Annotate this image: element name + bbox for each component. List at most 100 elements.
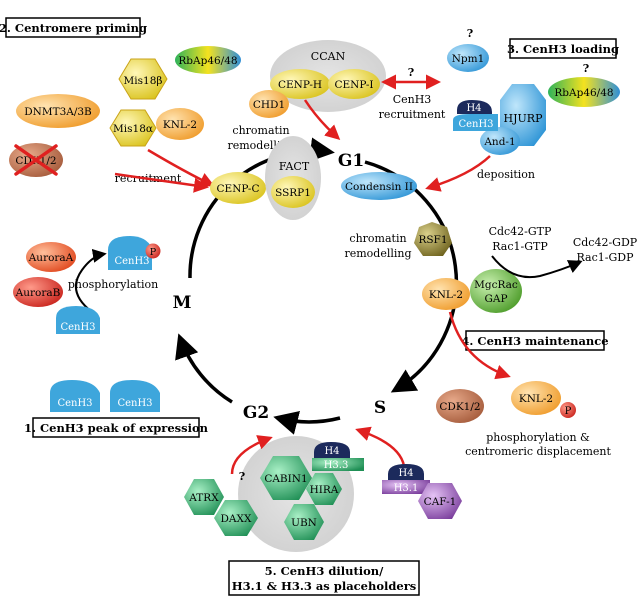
cenp-i bbox=[328, 69, 380, 99]
peak-box bbox=[32, 417, 200, 438]
rbap46-48-left-label: RbAp46/48 bbox=[178, 55, 237, 67]
section-cenh3-loading: 3. CenH3 loading ? Npm1 ? RbAp46/48 HJUR… bbox=[341, 27, 620, 200]
question-cenpi-hjurp: ? bbox=[408, 66, 414, 79]
rsf1-heptagon bbox=[414, 222, 452, 256]
aurora-b-label: AuroraB bbox=[15, 287, 61, 299]
cenp-i-label: CENP-I bbox=[334, 79, 373, 91]
priming-title: 2. Centromere priming bbox=[0, 21, 147, 35]
arrow-atrx-to-g2 bbox=[230, 435, 273, 475]
rac1-gdp-label: Rac1-GDP bbox=[577, 251, 635, 264]
condensin-ii-label: Condensin II bbox=[345, 181, 413, 193]
cenp-c bbox=[210, 172, 266, 204]
maintenance-title: 4. CenH3 maintenance bbox=[461, 334, 608, 348]
knl2-priming-label: KNL-2 bbox=[163, 119, 197, 131]
question-rbap46-48-right: ? bbox=[583, 62, 589, 75]
priming-box bbox=[5, 17, 141, 38]
arrow-hjurp-to-condensin bbox=[425, 155, 491, 192]
cenh3-unphospho-shape bbox=[56, 306, 100, 334]
daxx-hexagon bbox=[214, 500, 258, 536]
cenh3-recruitment-l1: CenH3 bbox=[393, 93, 432, 106]
caf1-label: CAF-1 bbox=[424, 496, 457, 508]
ssrp1 bbox=[271, 176, 315, 208]
mis18a-label: Mis18α bbox=[113, 123, 153, 135]
arrow-cenh3-phosphorylation bbox=[74, 248, 107, 313]
arrow-cenph-to-g1 bbox=[303, 99, 341, 141]
mis18a-hexagon bbox=[109, 109, 157, 147]
dnmt3a-3b bbox=[16, 94, 100, 128]
chd1-label: CHD1 bbox=[253, 99, 285, 111]
section-cenh3-peak: CenH3 CenH3 1. CenH3 peak of expression bbox=[24, 380, 209, 438]
h33 bbox=[312, 458, 364, 471]
chromatin-remodelling-mid-l1: chromatin bbox=[349, 232, 406, 245]
h4-loading bbox=[457, 100, 492, 125]
loading-box bbox=[509, 38, 617, 59]
cdk1-2-maintenance bbox=[436, 389, 484, 423]
hira-hexagon bbox=[306, 473, 342, 505]
cenh3-phospho-label: CenH3 bbox=[114, 256, 149, 267]
mgcracgap bbox=[470, 269, 522, 313]
knl2-priming bbox=[156, 108, 204, 140]
condensin-ii bbox=[341, 172, 417, 200]
dilution-title-l2: H3.1 & H3.3 as placeholders bbox=[232, 579, 417, 593]
npm1 bbox=[447, 44, 489, 72]
phospho-badge-knl2-label: P bbox=[565, 406, 572, 417]
cenp-c-label: CENP-C bbox=[217, 183, 260, 195]
section-maintenance-complex: RSF1 chromatin remodelling KNL-2 MgcRac … bbox=[344, 222, 638, 458]
mgcracgap-label-l1: MgcRac bbox=[474, 279, 518, 291]
cenh3-recruitment-l2: recruitment bbox=[379, 108, 446, 121]
arrow-caf1-to-s bbox=[355, 426, 406, 467]
arrow-recruitment-to-cenpc bbox=[114, 172, 209, 193]
rsf1-label: RSF1 bbox=[418, 234, 447, 246]
knl2-maintenance-label: KNL-2 bbox=[429, 289, 463, 301]
rbap46-48-right-label: RbAp46/48 bbox=[554, 87, 613, 99]
ubn-label: UBN bbox=[291, 517, 317, 529]
peak-title: 1. CenH3 peak of expression bbox=[24, 421, 209, 435]
chd1 bbox=[249, 90, 289, 118]
rac1-gtp-label: Rac1-GTP bbox=[492, 240, 548, 253]
ubn-hexagon bbox=[284, 504, 324, 540]
h4-loading-label: H4 bbox=[466, 103, 481, 114]
atrx-label: ATRX bbox=[188, 492, 219, 504]
phospho-badge-cenh3-label: P bbox=[150, 247, 157, 258]
knl2-maintenance bbox=[422, 278, 470, 310]
cdk1-2-cross-icon bbox=[14, 144, 58, 176]
aurora-a-label: AuroraA bbox=[28, 252, 74, 264]
displacement-label-l1: phosphorylation & bbox=[486, 431, 590, 444]
section-centromere-priming: 2. Centromere priming RbAp46/48 DNMT3A/3… bbox=[0, 17, 266, 204]
ccan-label: CCAN bbox=[311, 50, 346, 63]
atrx-hexagon bbox=[184, 479, 224, 515]
cenp-h-label: CENP-H bbox=[278, 79, 322, 91]
section-ccan: CCAN CENP-H CENP-I CHD1 chromatin remode… bbox=[227, 40, 446, 220]
rbap46-48-left bbox=[175, 46, 241, 74]
mis18b-label: Mis18β bbox=[124, 75, 163, 87]
mgcracgap-label-l2: GAP bbox=[484, 293, 507, 305]
cenh3-phospho-shape bbox=[108, 236, 152, 270]
dnmt3a-3b-label: DNMT3A/3B bbox=[24, 106, 92, 118]
maintenance-box bbox=[465, 330, 605, 351]
cenh3-unphospho-label: CenH3 bbox=[60, 322, 95, 333]
cdk1-2-maintenance-label: CDK1/2 bbox=[439, 401, 480, 413]
cenh3-peak-right-label: CenH3 bbox=[117, 398, 152, 409]
cenh3-peak-left bbox=[50, 380, 100, 412]
knl2-phospho bbox=[511, 381, 561, 415]
cenh3-loading-label: CenH3 bbox=[458, 119, 493, 130]
cenh3-loading bbox=[453, 114, 498, 131]
npm1-label: Npm1 bbox=[452, 53, 485, 65]
arrow-gtp-to-gdp bbox=[491, 255, 583, 278]
dilution-title-l1: 5. CenH3 dilution/ bbox=[265, 564, 385, 578]
chromatin-remodelling-top-l1: chromatin bbox=[232, 124, 289, 137]
cenh3-peak-right bbox=[110, 380, 160, 412]
h4-h31-label: H4 bbox=[398, 468, 413, 479]
cdc42-gdp-label: Cdc42-GDP bbox=[573, 236, 638, 249]
question-atrx-daxx: ? bbox=[239, 470, 245, 483]
ssrp1-label: SSRP1 bbox=[275, 187, 311, 199]
chromatin-remodelling-mid-l2: remodelling bbox=[344, 247, 411, 260]
phosphorylation-label: phosphorylation bbox=[68, 278, 158, 291]
dilution-box bbox=[228, 560, 420, 596]
arrow-knl2-to-phospho bbox=[448, 311, 511, 380]
and-1-label: And-1 bbox=[483, 136, 515, 148]
cycle-arrow-s-to-g2 bbox=[273, 410, 341, 435]
hjurp-label: HJURP bbox=[504, 112, 544, 125]
